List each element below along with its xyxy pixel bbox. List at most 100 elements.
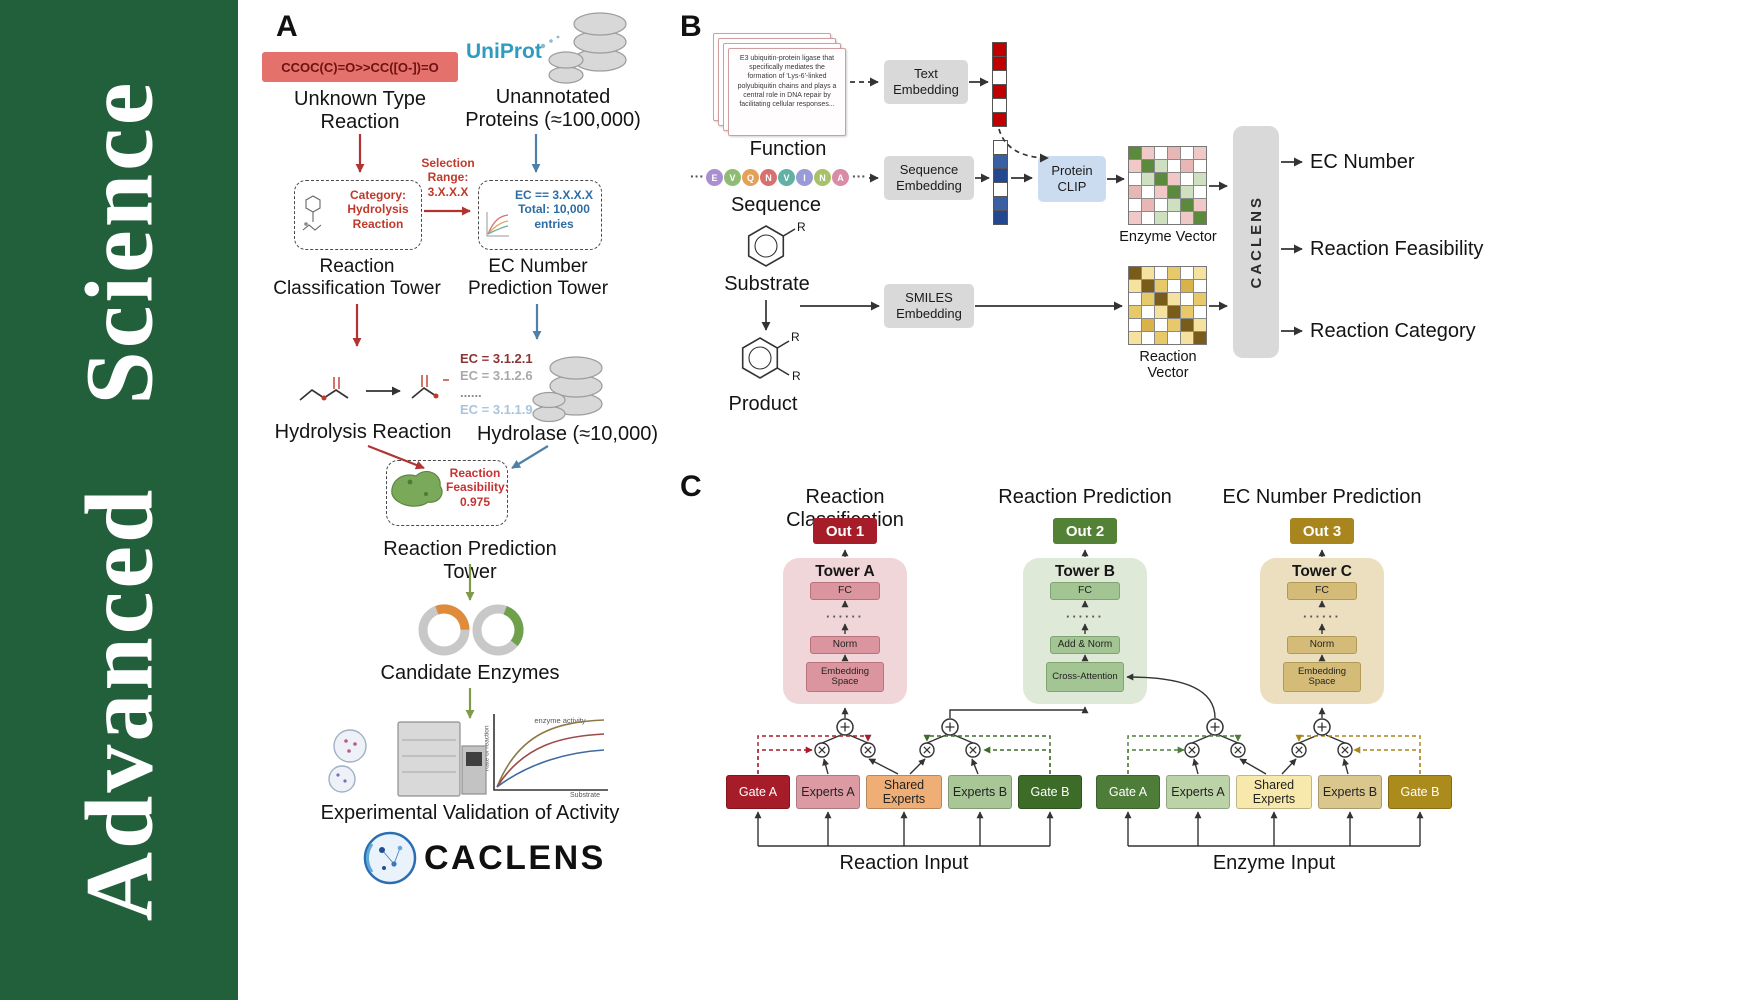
matrix-cell (1129, 280, 1141, 292)
matrix-cell (1194, 160, 1206, 172)
matrix-cell (1181, 160, 1193, 172)
sequence-vector (993, 140, 1008, 225)
matrix-cell (1168, 280, 1180, 292)
tower-b-dots: ······ (1066, 609, 1104, 625)
tower-c-dots: ······ (1303, 609, 1341, 625)
residue-circle: I (796, 169, 813, 186)
moe-box-gate-a: Gate A (1096, 775, 1160, 809)
column-title-reaction-prediction: Reaction Prediction (998, 486, 1172, 508)
tower-c-norm-block: Norm (1287, 636, 1357, 654)
hydrolysis-reaction-label: Hydrolysis Reaction (274, 421, 452, 443)
tower-c-title: Tower C (1292, 563, 1352, 580)
plasmid-icons (418, 604, 524, 656)
moe-box-gate-b: Gate B (1388, 775, 1452, 809)
mult-nodes (814, 742, 1353, 758)
matrix-cell (1168, 160, 1180, 172)
classification-tower-label: Reaction Classification Tower (273, 256, 441, 300)
text-vector (992, 42, 1007, 127)
matrix-cell (1155, 147, 1167, 159)
moe-box-shared-experts: Shared Experts (866, 775, 942, 809)
gate-routing-lines (757, 734, 1421, 774)
reaction-vector-grid (1128, 266, 1207, 345)
vector-cell (993, 71, 1006, 84)
moe-box-gate-a: Gate A (726, 775, 790, 809)
tower-c-fc-block: FC (1287, 582, 1357, 600)
substrate-label: Substrate (724, 273, 810, 295)
residue-circle: Q (742, 169, 759, 186)
matrix-cell (1142, 306, 1154, 318)
matrix-cell (1155, 293, 1167, 305)
matrix-cell (1142, 199, 1154, 211)
matrix-cell (1194, 332, 1206, 344)
protein-clip-box: Protein CLIP (1038, 156, 1106, 202)
mult-node-cross-icons (818, 746, 1349, 754)
matrix-cell (1194, 212, 1206, 224)
feasibility-text: Reaction Feasibility: 0.975 (446, 466, 509, 509)
text-embedding-box: Text Embedding (884, 60, 968, 104)
vector-cell (994, 169, 1007, 182)
matrix-cell (1142, 186, 1154, 198)
matrix-cell (1168, 212, 1180, 224)
matrix-cell (1142, 293, 1154, 305)
enzyme-input-label: Enzyme Input (1212, 852, 1336, 874)
smiles-reaction-box: CCOC(C)=O>>CC([O-])=O (262, 52, 458, 82)
reaction-category-box (294, 180, 422, 250)
matrix-cell (1194, 267, 1206, 279)
matrix-cell (1129, 267, 1141, 279)
function-card-text: E3 ubiquitin-protein ligase that specifi… (737, 55, 837, 109)
matrix-cell (1168, 293, 1180, 305)
matrix-cell (1155, 186, 1167, 198)
prediction-tower-label: Reaction Prediction Tower (383, 538, 557, 584)
tower-a-dots: ······ (826, 609, 864, 625)
hydrolysis-molecules-icon (299, 375, 449, 401)
panel-b-label: B (680, 10, 702, 43)
journal-band: Advanced Science (0, 0, 238, 1000)
matrix-cell (1181, 332, 1193, 344)
matrix-cell (1194, 280, 1206, 292)
residue-circle: V (778, 169, 795, 186)
sequence-ellipsis-right: ··· (852, 168, 866, 184)
vector-cell (993, 113, 1006, 126)
matrix-cell (1194, 186, 1206, 198)
residue-circle: E (706, 169, 723, 186)
matrix-cell (1181, 147, 1193, 159)
matrix-cell (1142, 280, 1154, 292)
plot-ylabel: Rate of reaction (483, 725, 491, 772)
tower-b-addnorm-block: Add & Norm (1050, 636, 1120, 654)
enzyme-vector-grid (1128, 146, 1207, 225)
product-r-label-2: R (792, 369, 801, 383)
tower-c: Tower C FC ······ Norm Embedding Space (1260, 558, 1384, 704)
vector-cell (994, 211, 1007, 224)
out-box-3: Out 3 (1290, 518, 1354, 544)
matrix-cell (1155, 199, 1167, 211)
matrix-cell (1194, 293, 1206, 305)
tower-a-norm-block: Norm (810, 636, 880, 654)
panel-a-label: A (276, 10, 298, 43)
sequence-label: Sequence (730, 194, 822, 216)
matrix-cell (1129, 160, 1141, 172)
residue-circle: V (724, 169, 741, 186)
moe-box-experts-a: Experts A (796, 775, 860, 809)
moe-box-gate-b: Gate B (1018, 775, 1082, 809)
output-reaction-feasibility: Reaction Feasibility (1310, 238, 1484, 260)
tower-b-fc-block: FC (1050, 582, 1120, 600)
matrix-cell (1142, 147, 1154, 159)
matrix-cell (1168, 267, 1180, 279)
matrix-cell (1155, 267, 1167, 279)
caclens-pillar-label: CACLENS (1247, 195, 1265, 289)
moe-box-experts-b: Experts B (1318, 775, 1382, 809)
tower-b-crossattention-block: Cross-Attention (1046, 662, 1124, 692)
caclens-logo-text: CACLENS (424, 839, 606, 877)
sequence-ellipsis-left: ··· (690, 168, 704, 184)
tower-a: Tower A FC ······ Norm Embedding Space (783, 558, 907, 704)
vector-cell (994, 183, 1007, 196)
candidate-enzymes-label: Candidate Enzymes (380, 662, 560, 684)
matrix-cell (1142, 160, 1154, 172)
tower-c-embedding-block: Embedding Space (1283, 662, 1361, 692)
matrix-cell (1194, 306, 1206, 318)
matrix-cell (1181, 212, 1193, 224)
column-title-ec-number-prediction: EC Number Prediction (1222, 486, 1422, 508)
matrix-cell (1194, 173, 1206, 185)
